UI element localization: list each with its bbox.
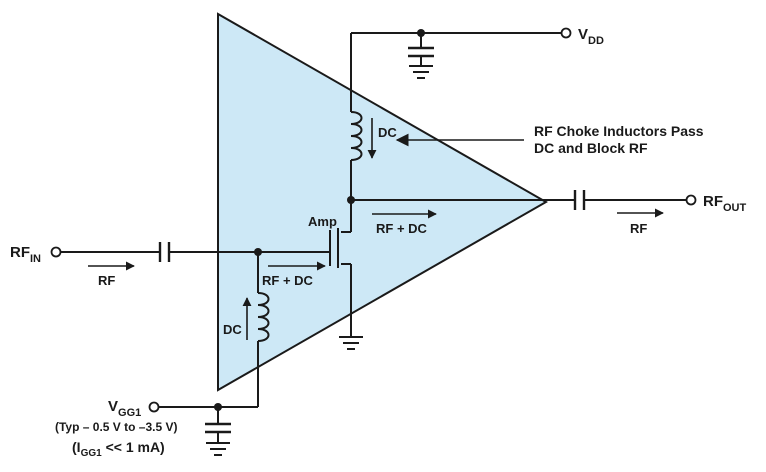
amp-label: Amp [308, 214, 337, 229]
rf-dc-drain-label: RF + DC [376, 221, 428, 236]
vgg1-decoupling-capacitor-icon [205, 422, 231, 443]
dc-drain-label: DC [378, 125, 397, 140]
rf-choke-callout-line1: RF Choke Inductors Pass [534, 123, 704, 139]
rf-input-label: RF [98, 273, 115, 288]
rf-output-label: RF [630, 221, 647, 236]
vgg1-ground-icon [206, 442, 230, 456]
vdd-terminal-icon [560, 27, 572, 39]
input-dc-block-capacitor-icon [158, 242, 171, 262]
igg1-current-label: (IGG1 << 1 mA) [72, 439, 165, 459]
gate-choke-inductor-icon [257, 292, 270, 342]
drain-choke-inductor-icon [350, 111, 363, 161]
rf-dc-gate-label: RF + DC [262, 273, 314, 288]
dc-gate-label: DC [223, 322, 242, 337]
vgg1-supply-wiring [159, 403, 258, 424]
vdd-supply-wiring [350, 29, 562, 112]
output-dc-block-capacitor-icon [573, 190, 586, 210]
amplifier-triangle-icon [217, 12, 549, 392]
vdd-label: VDD [578, 26, 604, 47]
vdd-decoupling-capacitor-icon [408, 33, 434, 66]
ground-icon [409, 65, 433, 79]
rf-out-label: RFOUT [703, 193, 747, 214]
rf-in-label: RFIN [10, 244, 41, 265]
vgg1-label: VGG1 [108, 398, 141, 419]
rf-in-terminal-icon [50, 246, 62, 258]
vgg1-range-label: (Typ – 0.5 V to –3.5 V) [55, 420, 177, 434]
rf-choke-callout-line2: DC and Block RF [534, 140, 648, 156]
source-ground-icon [339, 336, 363, 350]
rf-out-terminal-icon [685, 194, 697, 206]
vgg1-terminal-icon [148, 401, 160, 413]
fet-transistor-icon [329, 200, 352, 336]
